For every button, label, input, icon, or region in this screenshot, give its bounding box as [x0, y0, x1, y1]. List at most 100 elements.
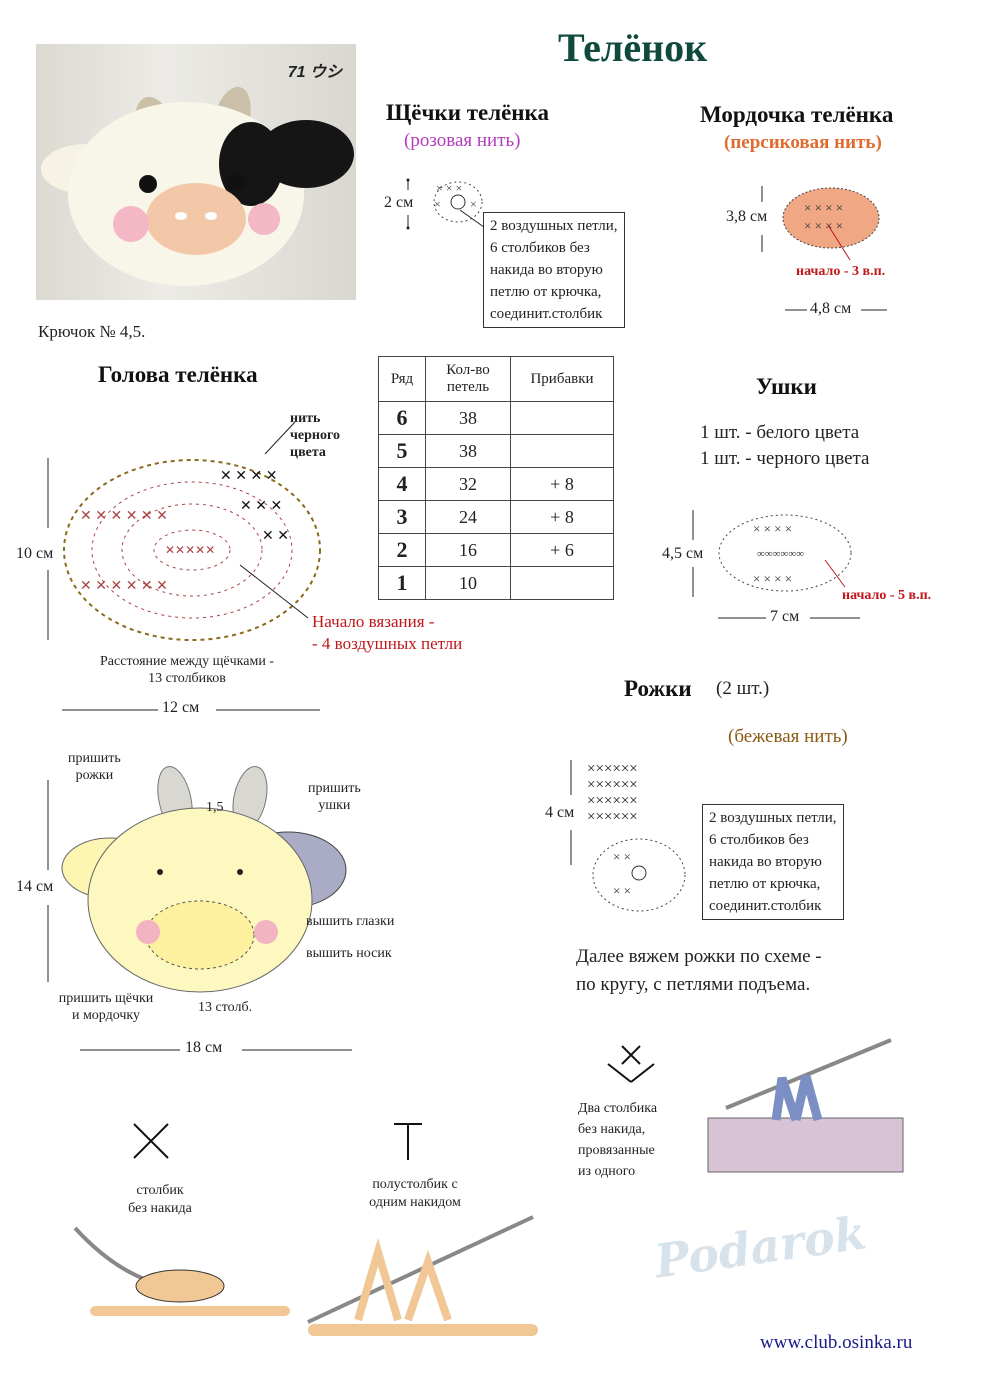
row-number: 3 [378, 500, 426, 534]
head-start: Начало вязания - - 4 воздушных петли [312, 611, 462, 655]
sew-horns-label: пришить рожки [68, 750, 121, 784]
page-title: Телёнок [558, 25, 708, 70]
row-increase [510, 401, 614, 435]
muzzle-height: 3,8 см [726, 208, 768, 225]
muzzle-width-line [785, 309, 887, 311]
horns-title: Рожки [624, 676, 692, 701]
black-yarn-line: черного [290, 428, 340, 443]
ears-start: начало - 5 в.п. [842, 588, 932, 603]
svg-text:× × ×: × × × [436, 181, 462, 195]
head-height: 10 см [16, 545, 54, 562]
cheeks-note-line: соединит.столбик [490, 306, 603, 322]
watermark: Podarok [651, 1205, 870, 1289]
black-yarn-label: нить черного цвета [290, 410, 340, 461]
svg-text:✕ ✕ ✕ ✕ ✕ ✕: ✕ ✕ ✕ ✕ ✕ ✕ [80, 579, 168, 594]
row-increase: + 8 [510, 467, 614, 501]
horns-diagram: ×××××× ×××××× ×××××× ×××××× × × × × [570, 760, 686, 912]
assembly-width: 18 см [185, 1039, 223, 1056]
horns-note-line: соединит.столбик [709, 898, 822, 914]
row-count: 38 [425, 434, 511, 468]
svg-text:××××××: ×××××× [587, 777, 638, 793]
site-link[interactable]: www.club.osinka.ru [760, 1332, 913, 1353]
svg-text:× ×: × × [613, 883, 631, 898]
black-yarn-arrow [264, 421, 296, 455]
row-number: 5 [378, 434, 426, 468]
hdc-label-line: одним накидом [369, 1195, 461, 1210]
sew-ears-label: пришить ушки [308, 780, 361, 814]
svg-text:× × × ×: × × × × [804, 218, 843, 233]
row-count: 32 [425, 467, 511, 501]
row-count: 24 [425, 500, 511, 534]
cheeks-note-line: петлю от крючка, [490, 284, 602, 300]
horns-note: 2 воздушных петли, 6 столбиков без накид… [702, 804, 844, 920]
sc-stitch-illustration [73, 1226, 290, 1316]
sew-cheeks-line: и мордочку [71, 1008, 141, 1023]
hdc-stitch-illustration [307, 1215, 538, 1336]
head-start-line: Начало вязания - [312, 612, 435, 631]
muzzle-start: начало - 3 в.п. [796, 264, 886, 279]
photo-caption: 71 ウシ [287, 64, 342, 81]
ears-title: Ушки [756, 374, 817, 399]
svg-text:×: × [470, 197, 477, 211]
svg-text:✕✕✕✕✕: ✕✕✕✕✕ [165, 543, 215, 557]
assembly-illustration [47, 766, 352, 1051]
horns-note-line: 6 столбиков без [709, 832, 809, 848]
svg-text:× ×: × × [613, 849, 631, 864]
row-count: 10 [425, 566, 511, 600]
head-title: Голова телёнка [98, 362, 258, 387]
cheeks-note-line: 2 воздушных петли, [490, 218, 618, 234]
ears-white: 1 шт. - белого цвета [700, 422, 860, 443]
assembly-mark: 1,5 [206, 800, 224, 815]
horns-yarn: (бежевая нить) [728, 726, 848, 747]
inc-stitch-illustration [707, 1038, 904, 1173]
cheek-distance-line: Расстояние между щёчками - [100, 654, 274, 669]
hdc-label-line: полустолбик с [372, 1177, 458, 1192]
cheeks-note-line: 6 столбиков без [490, 240, 590, 256]
svg-text:× × × ×: × × × × [753, 521, 792, 536]
row-number: 6 [378, 401, 426, 435]
cheeks-note: 2 воздушных петли, 6 столбиков без накид… [483, 212, 625, 328]
svg-text:× × × ×: × × × × [753, 571, 792, 586]
table-header: Кол-во петель [425, 356, 511, 402]
table-header: Прибавки [510, 356, 614, 402]
svg-text:××××××: ×××××× [587, 793, 638, 809]
sew-cheeks-line: пришить щёчки [58, 991, 154, 1006]
sew-horns-line: рожки [75, 768, 114, 783]
horns-note-line: 2 воздушных петли, [709, 810, 837, 826]
hdc-label: полустолбик с одним накидом [345, 1176, 485, 1212]
sc-label-line: столбик [136, 1183, 184, 1198]
horns-continue-line: Далее вяжем рожки по схеме - [576, 946, 822, 967]
inc-label-line: из одного [578, 1164, 636, 1179]
head-width-line [62, 709, 320, 711]
half-double-crochet-symbol-icon [394, 1123, 422, 1160]
horns-note-line: накида во вторую [709, 854, 822, 870]
ears-width: 7 см [770, 608, 800, 625]
hook-size: Крючок № 4,5. [38, 322, 146, 341]
head-start-line: - 4 воздушных петли [312, 634, 463, 653]
embroider-eyes: вышить глазки [306, 914, 395, 929]
row-count: 38 [425, 401, 511, 435]
single-crochet-symbol-icon [133, 1123, 169, 1159]
ears-black: 1 шт. - черного цвета [700, 448, 870, 469]
row-increase [510, 434, 614, 468]
muzzle-yarn: (персиковая нить) [724, 132, 882, 153]
svg-text:∞∞∞∞∞∞: ∞∞∞∞∞∞ [757, 548, 804, 560]
table-header: Ряд [378, 356, 426, 402]
row-increase [510, 566, 614, 600]
ears-height: 4,5 см [662, 545, 704, 562]
muzzle-diagram: × × × × × × × × [761, 186, 880, 261]
table-header-row: Ряд Кол-во петель Прибавки [378, 356, 614, 402]
row-number: 4 [378, 467, 426, 501]
ears-width-line [718, 617, 860, 619]
inc-label-line: провязанные [578, 1143, 655, 1158]
inc-label-line: Два столбика [578, 1101, 658, 1116]
sew-ears-line: ушки [318, 798, 351, 813]
row-increase: + 8 [510, 500, 614, 534]
row-count: 16 [425, 533, 511, 567]
